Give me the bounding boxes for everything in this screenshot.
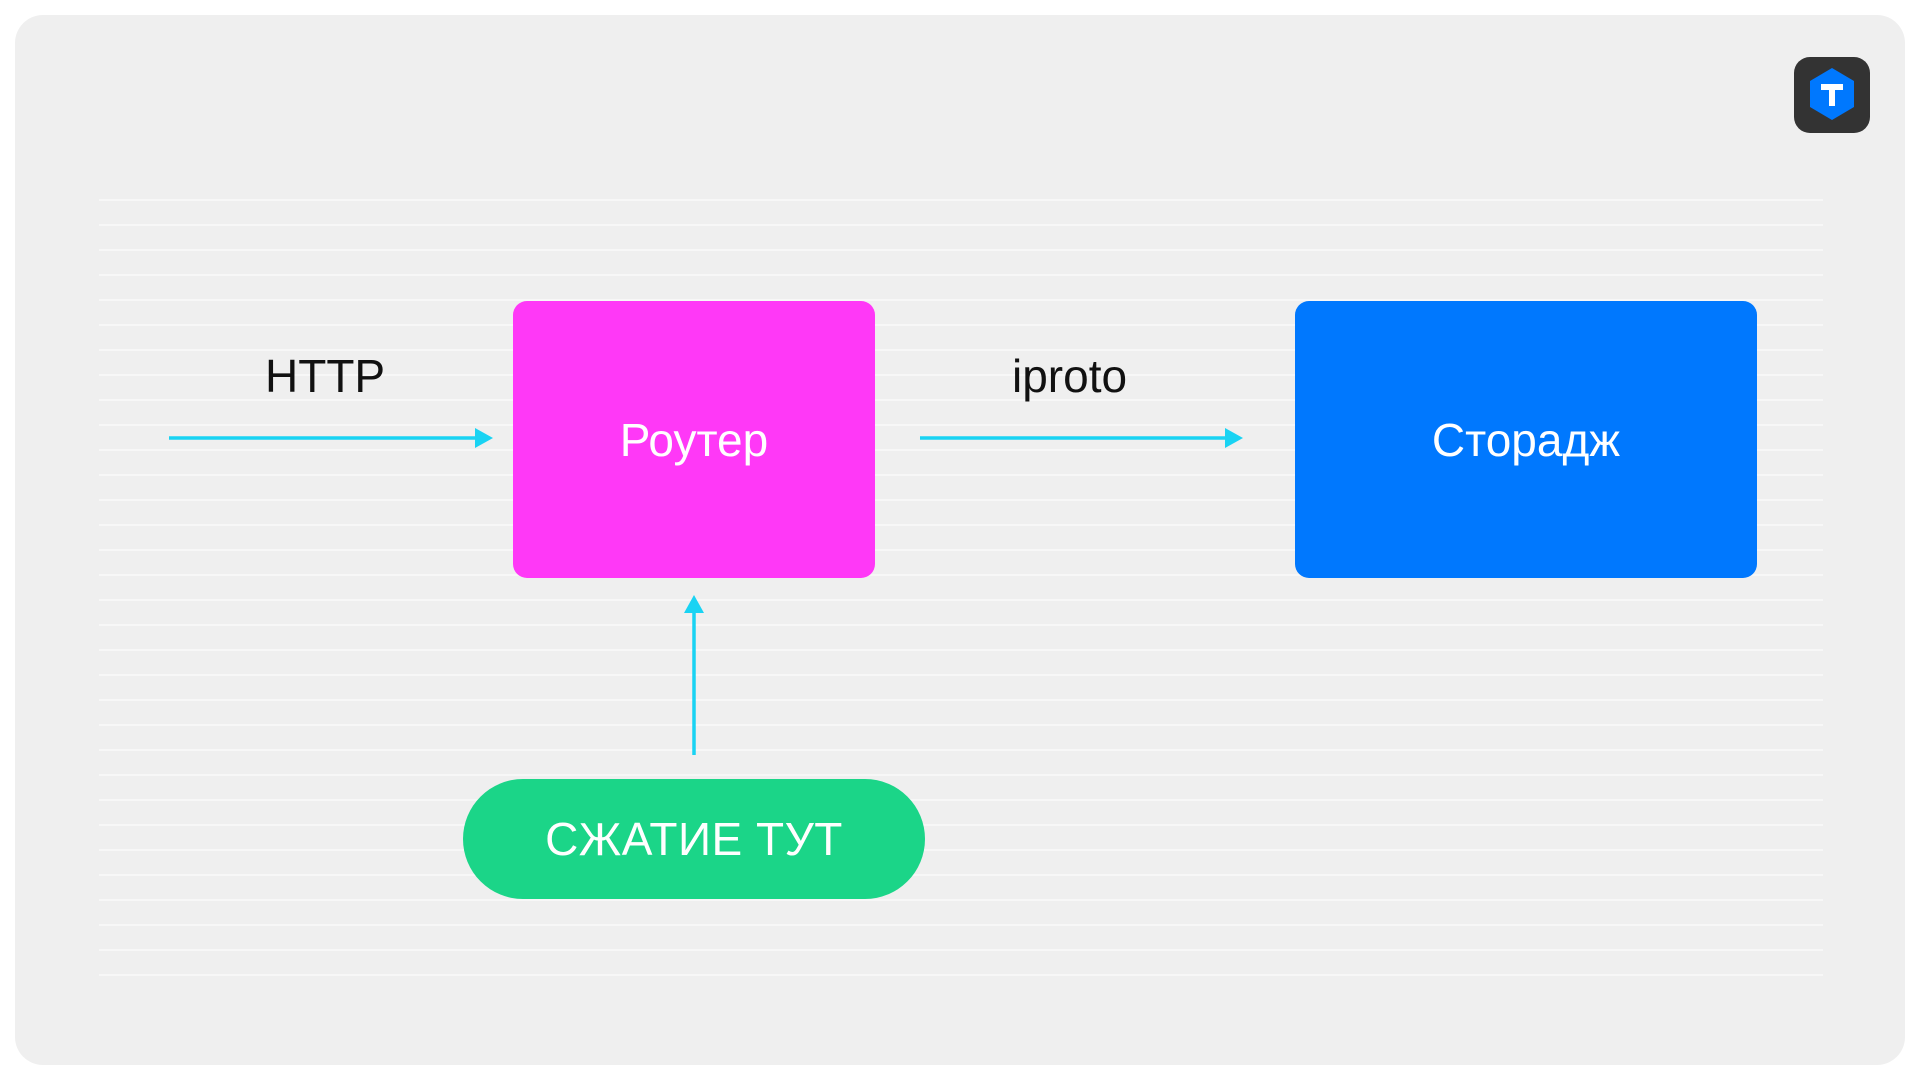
iproto-label: iproto xyxy=(1012,350,1128,402)
storage-node: Сторадж xyxy=(1295,301,1757,578)
tarantool-logo-icon xyxy=(1794,57,1870,133)
router-node: Роутер xyxy=(513,301,875,578)
http-label: HTTP xyxy=(265,350,386,402)
slide-canvas: HTTP iproto Роутер Сторадж СЖАТИЕ ТУТ xyxy=(15,15,1905,1065)
storage-label: Сторадж xyxy=(1431,413,1621,466)
router-label: Роутер xyxy=(619,413,769,466)
compression-node: СЖАТИЕ ТУТ xyxy=(463,779,925,899)
compression-label: СЖАТИЕ ТУТ xyxy=(545,813,843,865)
